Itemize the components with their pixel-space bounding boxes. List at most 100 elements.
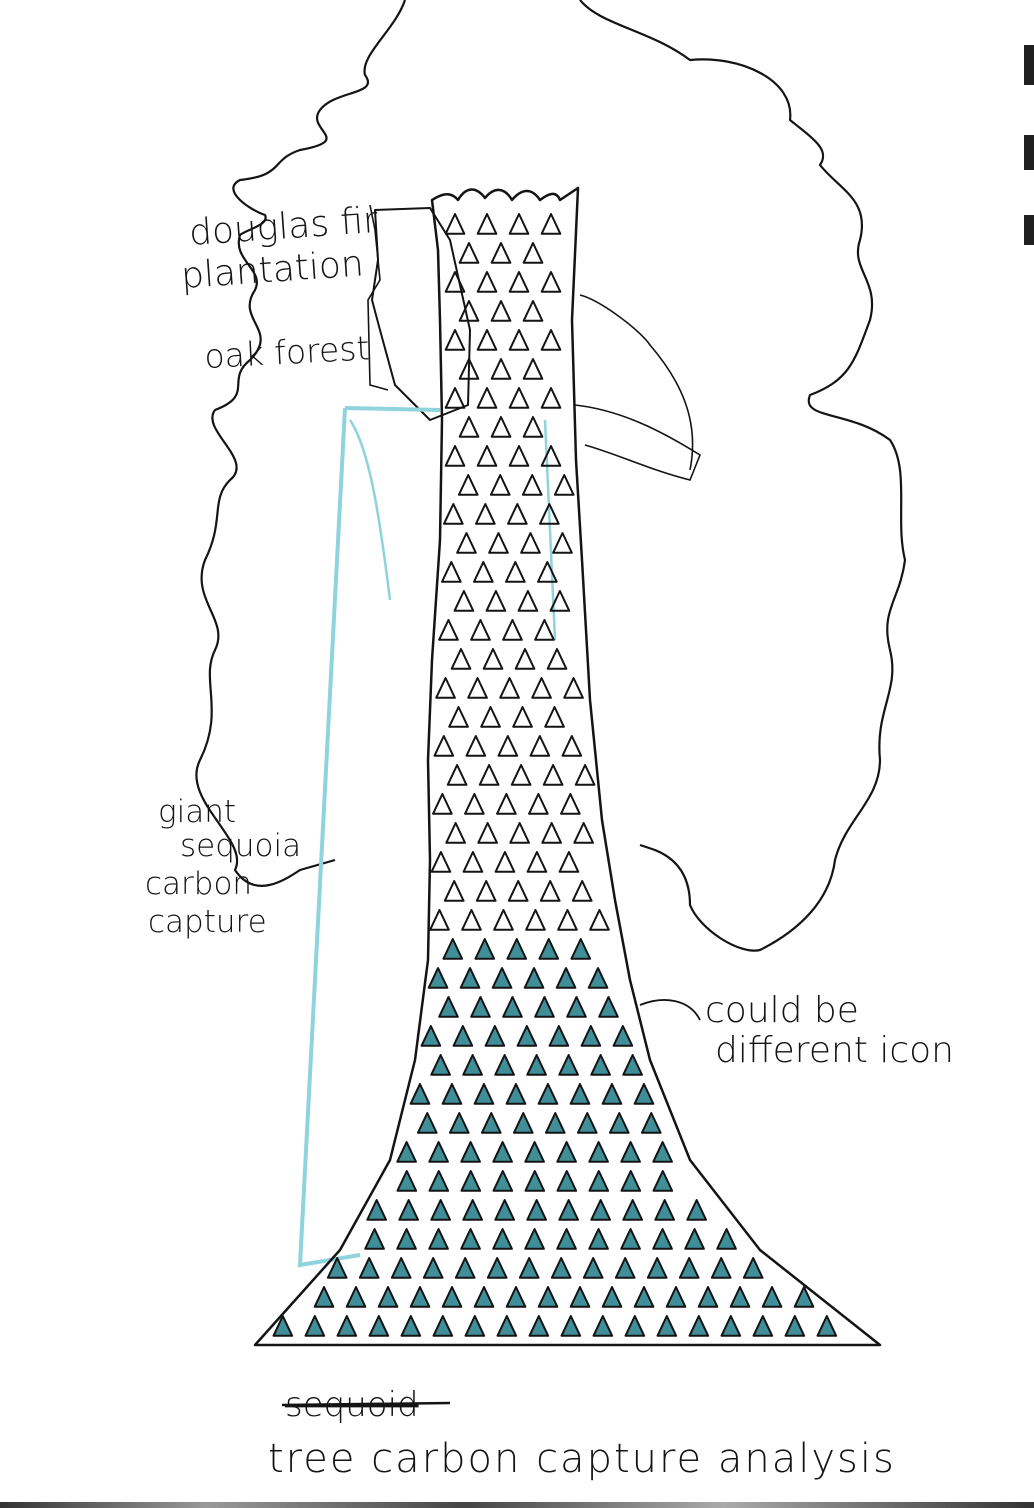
triangle-outline-icon <box>476 445 498 467</box>
triangle-filled-icon <box>505 1083 527 1105</box>
triangle-filled-icon <box>590 1054 611 1076</box>
triangle-filled-icon <box>512 1112 534 1134</box>
triangle-filled-icon <box>592 1315 614 1337</box>
triangle-outline-icon <box>497 735 519 757</box>
triangle-filled-icon <box>686 1199 708 1221</box>
triangle-outline-icon <box>574 764 596 786</box>
giant-sequoia-label-line3: carbon <box>145 866 252 902</box>
triangle-filled-icon <box>518 1257 540 1279</box>
triangle-outline-icon <box>444 387 466 409</box>
triangle-filled-icon <box>462 1199 484 1221</box>
triangle-filled-icon <box>460 1141 481 1163</box>
triangle-outline-icon <box>540 329 562 351</box>
triangle-filled-icon <box>491 967 513 989</box>
triangle-filled-icon <box>441 1083 463 1105</box>
triangle-outline-icon <box>478 764 500 786</box>
triangle-filled-icon <box>588 1141 609 1163</box>
icon-note-label-line1: could be <box>705 990 859 1031</box>
triangle-outline-icon <box>490 358 512 380</box>
triangle-filled-icon <box>452 1025 474 1047</box>
triangle-filled-icon <box>558 1054 579 1076</box>
triangle-filled-icon <box>377 1286 399 1308</box>
triangle-outline-icon <box>473 561 494 583</box>
triangle-outline-icon <box>457 474 479 496</box>
triangle-filled-icon <box>570 938 592 960</box>
triangle-outline-icon <box>493 909 514 931</box>
triangle-outline-icon <box>502 619 523 641</box>
triangle-outline-icon <box>508 329 530 351</box>
triangle-outline-icon <box>476 213 498 235</box>
triangle-outline-icon <box>517 590 539 612</box>
triangle-outline-icon <box>552 532 573 554</box>
triangle-outline-icon <box>444 213 466 235</box>
triangle-outline-icon <box>544 706 565 728</box>
triangle-filled-icon <box>448 1112 470 1134</box>
triangle-filled-icon <box>336 1315 358 1337</box>
triangle-filled-icon <box>742 1257 764 1279</box>
triangle-outline-icon <box>445 822 466 844</box>
triangle-outline-icon <box>509 822 530 844</box>
triangle-outline-icon <box>534 619 555 641</box>
triangle-filled-icon <box>523 967 545 989</box>
triangle-filled-icon <box>582 1257 604 1279</box>
triangle-filled-icon <box>364 1228 385 1250</box>
triangle-outline-icon <box>444 329 466 351</box>
triangle-filled-icon <box>652 1170 674 1192</box>
triangle-filled-icon <box>612 1025 634 1047</box>
triangle-outline-icon <box>444 445 466 467</box>
triangle-outline-icon <box>526 851 548 873</box>
triangle-outline-icon <box>470 619 491 641</box>
triangle-outline-icon <box>510 764 532 786</box>
triangle-filled-icon <box>652 1141 673 1163</box>
triangle-outline-icon <box>429 909 450 931</box>
triangle-outline-icon <box>430 851 452 873</box>
triangle-filled-icon <box>761 1286 783 1308</box>
triangle-outline-icon <box>507 880 529 902</box>
triangle-filled-icon <box>697 1286 719 1308</box>
triangle-outline-icon <box>477 822 498 844</box>
triangle-filled-icon <box>494 1199 516 1221</box>
triangle-markers-group <box>272 213 838 1337</box>
triangle-outline-icon <box>531 677 552 699</box>
triangle-outline-icon <box>589 909 610 931</box>
triangle-filled-icon <box>556 1170 578 1192</box>
triangle-filled-icon <box>390 1257 412 1279</box>
triangle-filled-icon <box>313 1286 335 1308</box>
triangle-filled-icon <box>528 1315 550 1337</box>
triangle-outline-icon <box>443 880 465 902</box>
triangle-filled-icon <box>652 1228 673 1250</box>
triangle-outline-icon <box>508 387 530 409</box>
triangle-filled-icon <box>409 1083 431 1105</box>
triangle-outline-icon <box>458 358 480 380</box>
triangle-filled-icon <box>454 1257 476 1279</box>
triangle-outline-icon <box>443 503 464 525</box>
triangle-outline-icon <box>539 880 561 902</box>
triangle-filled-icon <box>326 1257 348 1279</box>
triangle-outline-icon <box>485 590 507 612</box>
triangle-filled-icon <box>420 1025 442 1047</box>
triangle-outline-icon <box>561 735 583 757</box>
photo-edge-strip-3 <box>1024 215 1034 245</box>
triangle-filled-icon <box>486 1257 508 1279</box>
triangle-filled-icon <box>569 1286 591 1308</box>
triangle-filled-icon <box>556 1141 577 1163</box>
triangle-outline-icon <box>508 445 530 467</box>
triangle-outline-icon <box>476 329 498 351</box>
triangle-filled-icon <box>622 1054 643 1076</box>
triangle-outline-icon <box>489 474 511 496</box>
douglas-fir-outline <box>195 0 907 952</box>
triangle-filled-icon <box>544 1112 566 1134</box>
triangle-outline-icon <box>505 561 526 583</box>
triangle-outline-icon <box>450 648 472 670</box>
oak-forest-leader <box>367 204 389 391</box>
triangle-outline-icon <box>476 271 498 293</box>
triangle-outline-icon <box>573 822 594 844</box>
triangle-filled-icon <box>524 1170 546 1192</box>
triangle-outline-icon <box>541 822 562 844</box>
triangle-outline-icon <box>494 851 516 873</box>
triangle-outline-icon <box>520 532 541 554</box>
triangle-filled-icon <box>550 1257 572 1279</box>
triangle-filled-icon <box>464 1315 486 1337</box>
triangle-outline-icon <box>563 677 584 699</box>
triangle-filled-icon <box>601 1286 623 1308</box>
